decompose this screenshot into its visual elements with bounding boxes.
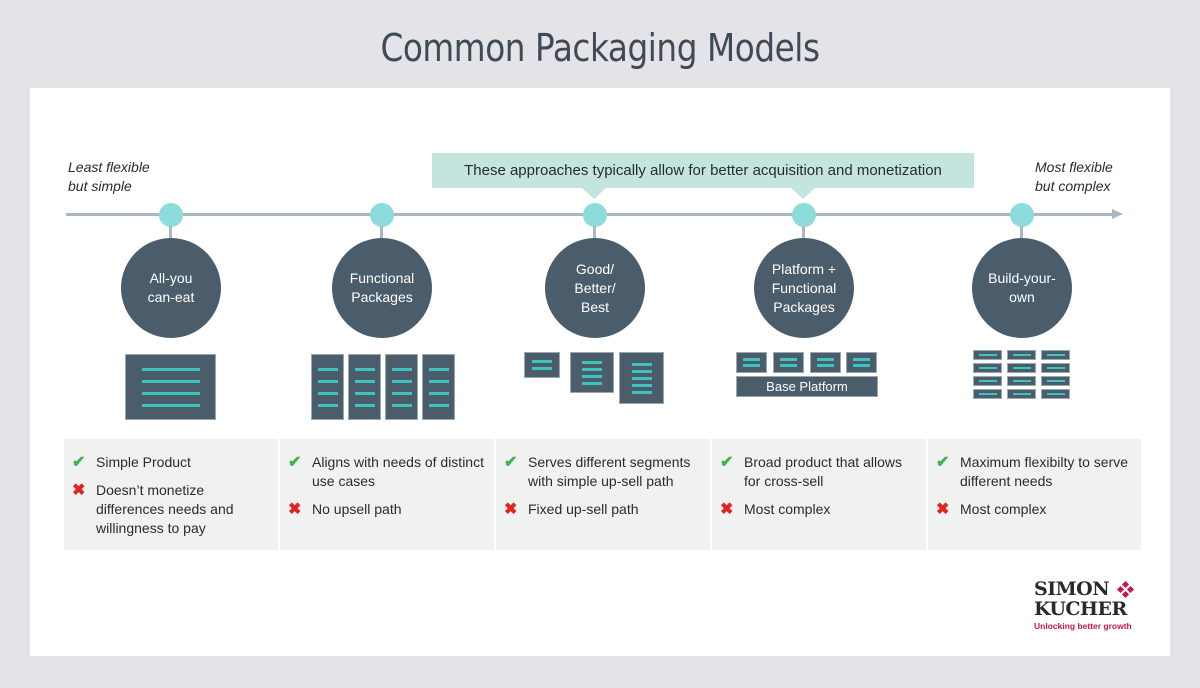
model-card-all-you-can-eat: ✔Simple Product ✖Doesn’t monetize differ… bbox=[64, 439, 278, 550]
timeline-stem bbox=[593, 226, 596, 240]
module-icon bbox=[810, 352, 841, 373]
timeline-stem bbox=[380, 226, 383, 240]
model-card-build-your-own: ✔Maximum flexibilty to serve different n… bbox=[928, 439, 1141, 550]
callout-box: These approaches typically allow for bet… bbox=[432, 153, 974, 188]
module-tile-icon bbox=[1041, 389, 1070, 399]
model-card-good-better-best: ✔Serves different segments with simple u… bbox=[496, 439, 710, 550]
model-circle-platform-functional: Platform + Functional Packages bbox=[754, 238, 854, 338]
package-column-icon bbox=[348, 354, 381, 420]
axis-arrow-icon bbox=[1112, 209, 1123, 219]
timeline-stem bbox=[169, 226, 172, 240]
checkmark-icon: ✔ bbox=[936, 454, 950, 471]
cross-icon: ✖ bbox=[72, 482, 86, 499]
single-package-icon bbox=[125, 354, 216, 420]
better-tier-icon bbox=[570, 352, 614, 393]
pro-item: ✔Maximum flexibilty to serve different n… bbox=[936, 454, 1129, 489]
cross-icon: ✖ bbox=[720, 501, 734, 518]
module-tile-icon bbox=[973, 363, 1002, 373]
module-tile-icon bbox=[1041, 376, 1070, 386]
con-item: ✖Most complex bbox=[936, 501, 1047, 518]
good-tier-icon bbox=[524, 352, 560, 378]
model-card-functional-packages: ✔Aligns with needs of distinct use cases… bbox=[280, 439, 494, 550]
timeline-dot bbox=[792, 203, 816, 227]
timeline-stem bbox=[1020, 226, 1023, 240]
module-tile-icon bbox=[1007, 376, 1036, 386]
logo-tagline: Unlocking better growth bbox=[1034, 621, 1132, 631]
base-platform-block: Base Platform bbox=[736, 376, 878, 397]
package-column-icon bbox=[422, 354, 455, 420]
timeline-dot bbox=[370, 203, 394, 227]
timeline-stem bbox=[802, 226, 805, 240]
pro-item: ✔Broad product that allows for cross-sel… bbox=[720, 454, 902, 489]
least-flexible-label: Least flexible but simple bbox=[68, 159, 150, 194]
page-title: Common Packaging Models bbox=[380, 26, 820, 70]
cross-icon: ✖ bbox=[288, 501, 302, 518]
package-column-icon bbox=[311, 354, 344, 420]
pro-item: ✔Aligns with needs of distinct use cases bbox=[288, 454, 484, 489]
module-tile-icon bbox=[1007, 363, 1036, 373]
most-flexible-label: Most flexible but complex bbox=[1035, 159, 1113, 194]
timeline-dot bbox=[159, 203, 183, 227]
model-circle-build-your-own: Build-your- own bbox=[972, 238, 1072, 338]
model-card-platform-functional: ✔Broad product that allows for cross-sel… bbox=[712, 439, 926, 550]
package-column-icon bbox=[385, 354, 418, 420]
checkmark-icon: ✔ bbox=[720, 454, 734, 471]
module-tile-icon bbox=[973, 389, 1002, 399]
con-item: ✖Doesn’t monetize differences needs and … bbox=[72, 482, 234, 536]
checkmark-icon: ✔ bbox=[504, 454, 518, 471]
module-icon bbox=[773, 352, 804, 373]
simon-kucher-logo: SIMON KUCHER Unlocking better growth bbox=[1034, 578, 1135, 631]
checkmark-icon: ✔ bbox=[72, 454, 86, 471]
timeline-dot bbox=[1010, 203, 1034, 227]
con-item: ✖Fixed up-sell path bbox=[504, 501, 639, 518]
cross-icon: ✖ bbox=[936, 501, 950, 518]
module-tile-icon bbox=[1007, 350, 1036, 360]
pro-item: ✔Serves different segments with simple u… bbox=[504, 454, 691, 489]
con-item: ✖No upsell path bbox=[288, 501, 402, 518]
module-icon bbox=[736, 352, 767, 373]
model-circle-functional-packages: Functional Packages bbox=[332, 238, 432, 338]
logo-line-2: KUCHER bbox=[1034, 598, 1127, 620]
module-icon bbox=[846, 352, 877, 373]
module-tile-icon bbox=[1041, 350, 1070, 360]
cross-icon: ✖ bbox=[504, 501, 518, 518]
module-tile-icon bbox=[1007, 389, 1036, 399]
logo-diamond-icon bbox=[1116, 580, 1135, 599]
timeline-dot bbox=[583, 203, 607, 227]
callout-pointer-right bbox=[790, 187, 816, 199]
module-tile-icon bbox=[973, 376, 1002, 386]
logo-line-1: SIMON bbox=[1034, 578, 1110, 600]
best-tier-icon bbox=[619, 352, 664, 404]
module-tile-icon bbox=[1041, 363, 1070, 373]
model-circle-good-better-best: Good/ Better/ Best bbox=[545, 238, 645, 338]
module-tile-icon bbox=[973, 350, 1002, 360]
con-item: ✖Most complex bbox=[720, 501, 831, 518]
checkmark-icon: ✔ bbox=[288, 454, 302, 471]
callout-pointer-left bbox=[581, 187, 607, 199]
pro-item: ✔Simple Product bbox=[72, 454, 191, 471]
model-circle-all-you-can-eat: All-you can-eat bbox=[121, 238, 221, 338]
